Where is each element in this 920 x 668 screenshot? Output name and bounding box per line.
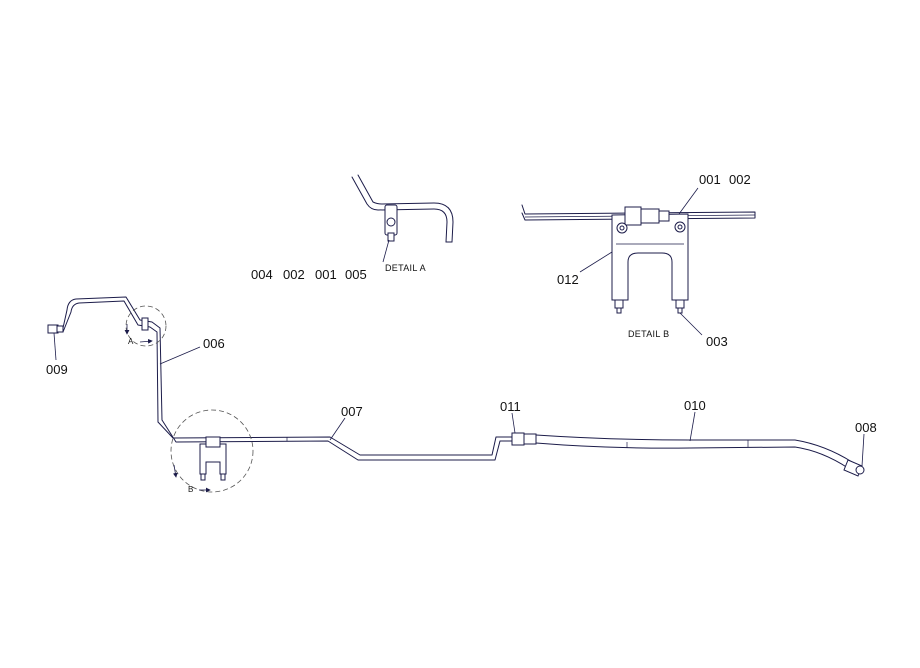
callout-detail-a-002: 002 (283, 267, 305, 282)
detail-a-circle (125, 305, 167, 347)
detail-b-drawing (521, 187, 756, 336)
main-assembly (47, 296, 865, 481)
callout-010: 010 (684, 398, 706, 413)
callout-detail-b-002: 002 (729, 172, 751, 187)
callout-detail-a-001: 001 (315, 267, 337, 282)
callout-detail-a-005: 005 (345, 267, 367, 282)
detail-a-drawing (351, 174, 454, 263)
detail-b-title: DETAIL B (628, 329, 669, 339)
callout-008: 008 (855, 420, 877, 435)
callout-detail-b-001: 001 (699, 172, 721, 187)
callout-007: 007 (341, 404, 363, 419)
callout-detail-b-012: 012 (557, 272, 579, 287)
callout-011: 011 (500, 399, 521, 414)
callout-detail-b-003: 003 (706, 334, 728, 349)
detail-a-letter: A (128, 337, 134, 346)
callout-detail-a-004: 004 (251, 267, 273, 282)
detail-b-letter: B (188, 485, 193, 494)
callout-009: 009 (46, 362, 68, 377)
detail-a-title: DETAIL A (385, 263, 426, 273)
detail-b-circle (170, 409, 254, 493)
callout-006: 006 (203, 336, 225, 351)
